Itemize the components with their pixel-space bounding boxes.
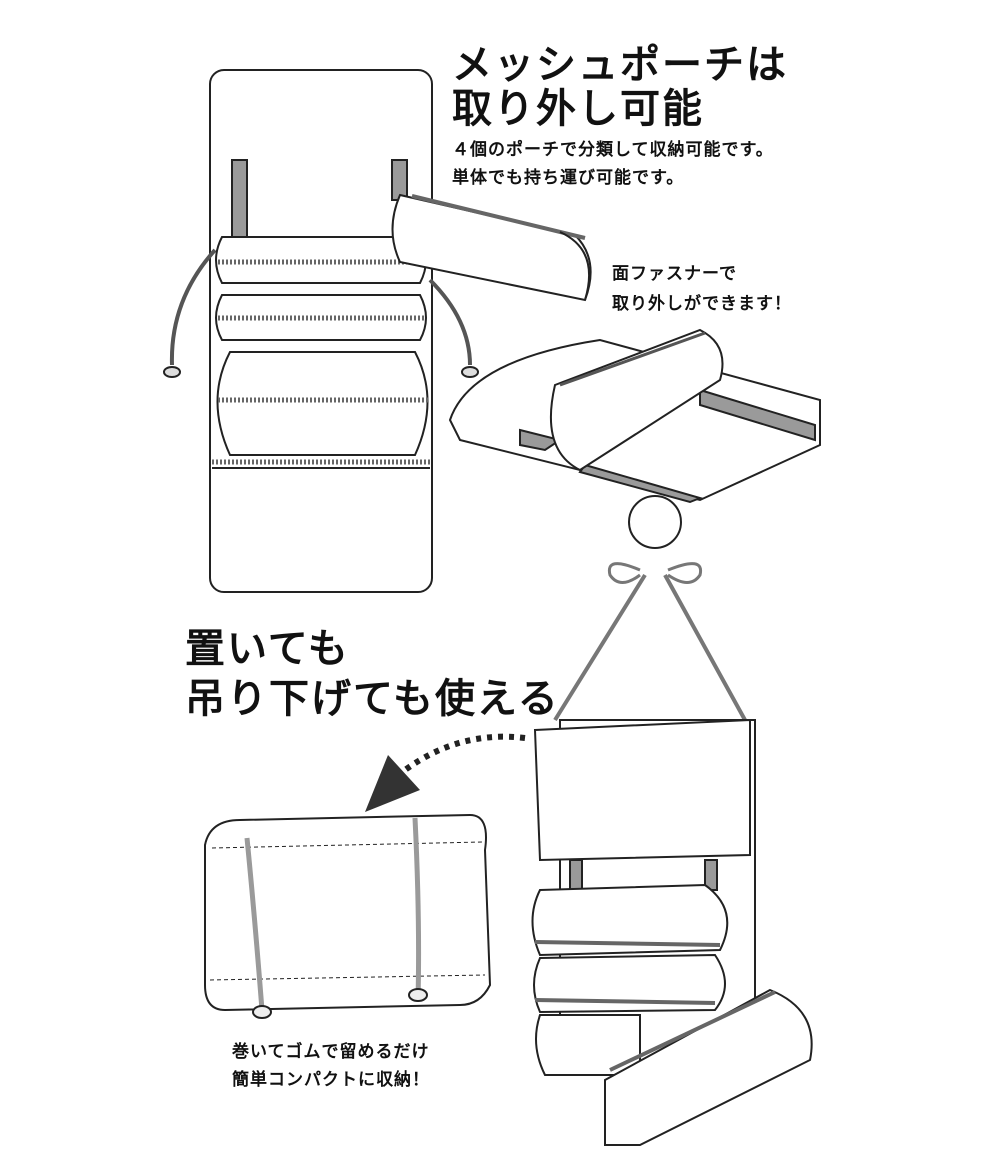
velcro-note-line2: 取り外しができます！: [612, 294, 792, 314]
roll-note-line2: 簡単コンパクトに収納！: [232, 1070, 430, 1090]
top-heading-line2: 取り外し可能: [452, 86, 704, 132]
curved-arrow-icon: [365, 733, 526, 812]
top-heading-line1: メッシュポーチは: [452, 42, 788, 88]
middle-heading-line2: 吊り下げても使える: [185, 676, 560, 722]
open-organizer-drawing: [163, 69, 479, 593]
top-description-line2: 単体でも持ち運び可能です。: [452, 168, 685, 188]
top-description-line1: ４個のポーチで分類して収納可能です。: [452, 140, 774, 160]
middle-heading-line1: 置いても: [185, 626, 350, 672]
hanging-organizer-drawing: [531, 495, 813, 1146]
detached-pouch-drawing: [391, 193, 592, 302]
roll-note-line1: 巻いてゴムで留めるだけ: [232, 1042, 430, 1062]
velcro-note-line1: 面ファスナーで: [612, 264, 737, 284]
velcro-mat-drawing: [448, 328, 821, 504]
rolled-organizer-drawing: [204, 813, 492, 1019]
